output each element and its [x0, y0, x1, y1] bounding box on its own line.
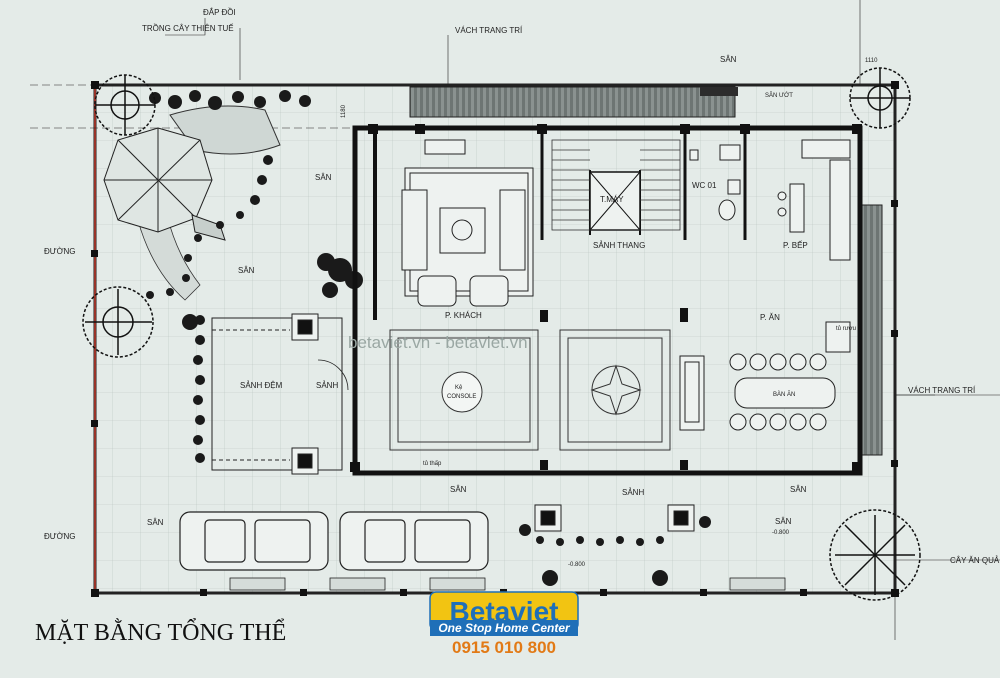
leader-lines: [165, 18, 935, 396]
label-wc: WC 01: [692, 181, 717, 190]
staircase: [551, 139, 681, 231]
label-sanh-front: SẢNH: [622, 488, 644, 497]
tree-top-right: [849, 67, 911, 129]
cars: [179, 511, 489, 571]
label-lvl-2: -0.800: [568, 562, 586, 568]
entry-lobby: [211, 313, 349, 475]
hedge-top: [149, 90, 311, 110]
labels: ĐẮP ĐỒI TRỒNG CÂY THIÊN TUẾ VÁCH TRANG T…: [44, 7, 1000, 568]
decor-wall-right: [861, 204, 883, 456]
label-san-uot: SÂN ƯỚT: [765, 92, 793, 99]
hedge-curve: [146, 155, 273, 299]
label-trong-cay: TRỒNG CÂY THIÊN TUẾ: [142, 23, 234, 33]
hedge-front: [536, 536, 664, 546]
living-furniture: [401, 139, 534, 307]
label-tu-ruou: tủ rượu: [836, 325, 856, 332]
label-duong-bottom: ĐƯỜNG: [44, 532, 75, 541]
kitchen: [777, 139, 851, 353]
label-san-garden1: SÂN: [315, 173, 332, 182]
shrubs: [182, 253, 711, 586]
columns: [350, 124, 862, 472]
central-hall: [389, 329, 671, 451]
brand-logo: Betaviet One Stop Home Center 0915 010 8…: [429, 591, 579, 657]
wc-fixtures: [689, 144, 741, 221]
label-tu-thap: tủ thấp: [423, 460, 442, 467]
dining-set: [679, 353, 836, 431]
decor-wall-cap: [700, 87, 738, 96]
label-p-khach: P. KHÁCH: [445, 311, 482, 320]
label-p-an: P. ĂN: [760, 313, 780, 322]
label-san-garage: SÂN: [775, 517, 792, 526]
watermark: betaviet.vn - betaviet.vn: [348, 333, 528, 352]
label-dap-doi: ĐẮP ĐỒI: [203, 7, 236, 17]
label-ban-an: BÀN ĂN: [773, 391, 795, 398]
label-cay-an-qua: CÂY ĂN QUẢ: [950, 556, 1000, 565]
label-dim-1180: 1180: [341, 104, 347, 118]
tree-bottom-right: [829, 509, 921, 601]
tree-top-left: [94, 74, 156, 136]
label-t-may: T.MÁY: [600, 195, 624, 204]
label-vach-right: VÁCH TRANG TRÍ: [908, 386, 976, 395]
label-san-right: SÂN: [790, 485, 807, 494]
front-pillars: [534, 504, 695, 532]
label-p-bep: P. BẾP: [783, 240, 808, 250]
label-san-front2: SÂN: [147, 518, 164, 527]
brand-tagline: One Stop Home Center: [438, 621, 571, 635]
label-ke: Kệ: [455, 385, 463, 391]
label-console: CONSOLE: [447, 394, 476, 400]
label-san-front1: SÂN: [450, 485, 467, 494]
hedges: [146, 90, 664, 546]
label-duong-top: ĐƯỜNG: [44, 247, 75, 256]
trees: [82, 67, 921, 601]
drawing-title: MẶT BẰNG TỔNG THỂ: [35, 619, 286, 646]
label-sanh-thang: SẢNH THANG: [593, 241, 645, 250]
label-vach-top: VÁCH TRANG TRÍ: [455, 26, 523, 35]
tree-mid-left: [82, 286, 154, 358]
label-sanh-small: SẢNH: [316, 381, 338, 390]
house-walls: [352, 125, 863, 476]
decor-wall-top: [409, 86, 736, 118]
label-dim-1110: 1110: [865, 58, 878, 64]
label-sanh-dem: SẢNH ĐỆM: [240, 381, 283, 390]
label-san-garden2: SÂN: [238, 266, 255, 275]
gazebo: [103, 127, 226, 241]
label-san-top: SÂN: [720, 55, 737, 64]
hedge-vertical: [193, 315, 205, 463]
brand-phone: 0915 010 800: [452, 638, 556, 657]
front-planters: [229, 577, 786, 591]
label-lvl-1: -0.800: [772, 530, 790, 536]
